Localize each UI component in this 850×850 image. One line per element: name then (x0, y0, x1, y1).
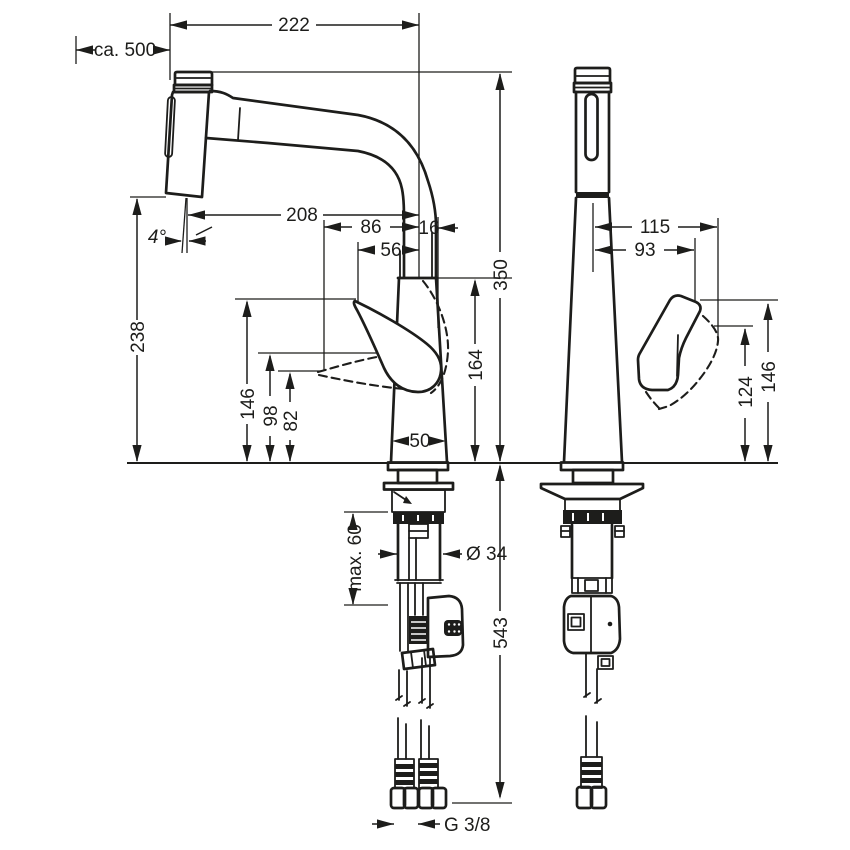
dim-115: 115 (640, 217, 670, 238)
dim-86: 86 (360, 217, 381, 238)
handle-position-dashed-side-2 (644, 390, 661, 410)
front-view-faucet (164, 70, 465, 810)
undercounter-assembly-side (539, 482, 645, 810)
dim-connection-thread: G 3/8 (444, 815, 490, 836)
handle-lever-front (352, 299, 443, 394)
dim-16: 16 (418, 218, 439, 239)
extension-lines (75, 13, 778, 804)
spray-head-side (572, 66, 613, 198)
side-view-faucet (539, 66, 720, 810)
dim-56: 56 (380, 240, 401, 261)
dim-max-counter-thickness: max. 60 (345, 524, 366, 592)
undercounter-assembly-front (382, 481, 465, 810)
dim-124: 124 (736, 376, 757, 408)
dim-spout-reach-overall: 222 (278, 15, 310, 36)
dim-total-height: 350 (491, 259, 512, 291)
faucet-body-side (559, 196, 625, 485)
dim-pullout-hose-length: ca. 500 (94, 40, 156, 61)
dim-93: 93 (634, 240, 655, 261)
dim-base-width: 50 (409, 431, 430, 452)
dim-98: 98 (261, 405, 282, 426)
dim-hose-below: 543 (491, 617, 512, 649)
dim-82: 82 (281, 410, 302, 431)
dimension-arrowheads (76, 20, 773, 829)
dim-outlet-height: 238 (128, 321, 149, 353)
dimension-labels: 222 ca. 500 208 86 16 56 4° 50 Ø 34 G 3/… (94, 15, 780, 836)
spray-head-front (164, 70, 214, 199)
dim-spout-reach: 208 (286, 205, 318, 226)
dimension-lines (76, 24, 769, 825)
dim-handle-height-up: 146 (238, 388, 259, 420)
handle-position-dashed-side (657, 314, 720, 411)
dim-shank-diameter: Ø 34 (466, 544, 508, 565)
handle-lever-side (636, 294, 702, 392)
dim-spray-angle: 4° (148, 227, 167, 248)
dim-handle-height-side: 146 (759, 361, 780, 393)
spout-arm-front (204, 89, 439, 280)
dim-164: 164 (466, 349, 487, 381)
